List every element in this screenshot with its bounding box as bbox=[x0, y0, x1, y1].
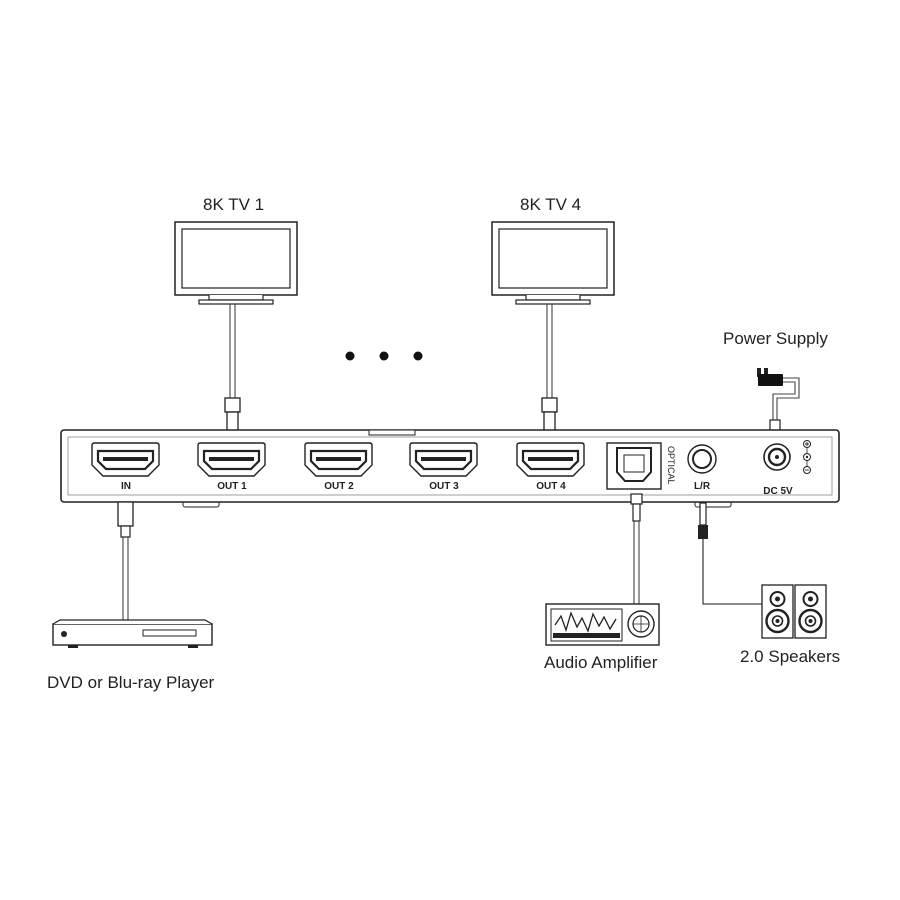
power-adapter-icon bbox=[757, 368, 783, 386]
ellipsis-icon bbox=[345, 351, 423, 361]
amplifier-label: Audio Amplifier bbox=[544, 653, 658, 672]
power-cable bbox=[772, 377, 800, 420]
hdmi-connector-icon bbox=[541, 397, 558, 413]
hdmi-port-icon bbox=[90, 441, 161, 478]
hdmi-port-icon bbox=[408, 441, 479, 478]
port-optical-label: OPTICAL bbox=[666, 446, 676, 485]
power-supply-group: Power Supply bbox=[723, 329, 828, 438]
dvd-player-icon bbox=[52, 619, 213, 648]
hdmi-port-icon bbox=[196, 441, 267, 478]
hdmi-port-icon bbox=[303, 441, 374, 478]
optical-cable bbox=[633, 521, 640, 604]
dvd-player-label: DVD or Blu-ray Player bbox=[47, 673, 215, 692]
hdmi-connector-icon bbox=[224, 397, 241, 413]
port-out3-label: OUT 3 bbox=[429, 481, 459, 492]
dvd-player-group: DVD or Blu-ray Player bbox=[47, 501, 215, 692]
optical-connector-icon bbox=[632, 503, 641, 522]
speakers-group: 2.0 Speakers bbox=[698, 502, 840, 666]
speaker-icon bbox=[760, 583, 795, 640]
polarity-icon bbox=[803, 440, 811, 474]
port-out2-label: OUT 2 bbox=[324, 481, 354, 492]
tv-4-group: 8K TV 4 bbox=[491, 195, 615, 439]
port-dc-label: DC 5V bbox=[763, 486, 793, 497]
amplifier-group: Audio Amplifier bbox=[544, 493, 660, 672]
splitter-device: IN OUT 1 OUT 2 OUT 3 OUT 4 OPTICAL L/R bbox=[60, 429, 840, 508]
audio-plug-icon bbox=[699, 502, 707, 526]
tv-icon bbox=[174, 221, 298, 305]
tv-4-label: 8K TV 4 bbox=[520, 195, 581, 214]
hdmi-connector-icon bbox=[117, 501, 134, 527]
audio-jack-icon bbox=[687, 444, 717, 474]
port-in-label: IN bbox=[121, 481, 131, 492]
tv-4-cable bbox=[546, 304, 553, 398]
power-supply-label: Power Supply bbox=[723, 329, 828, 348]
amplifier-icon bbox=[545, 603, 660, 646]
tv-icon bbox=[491, 221, 615, 305]
port-lr-label: L/R bbox=[694, 481, 711, 492]
hdmi-port-icon bbox=[515, 441, 586, 478]
speaker-cable bbox=[702, 539, 762, 605]
speaker-icon bbox=[793, 583, 828, 640]
speakers-label: 2.0 Speakers bbox=[740, 647, 840, 666]
port-out1-label: OUT 1 bbox=[217, 481, 247, 492]
optical-port-icon bbox=[606, 442, 662, 490]
dvd-cable bbox=[122, 537, 129, 622]
tv-1-label: 8K TV 1 bbox=[203, 195, 264, 214]
port-out4-label: OUT 4 bbox=[536, 481, 566, 492]
dc-jack-icon bbox=[763, 443, 791, 471]
tv-1-cable bbox=[229, 304, 236, 398]
tv-1-group: 8K TV 1 bbox=[174, 195, 298, 439]
